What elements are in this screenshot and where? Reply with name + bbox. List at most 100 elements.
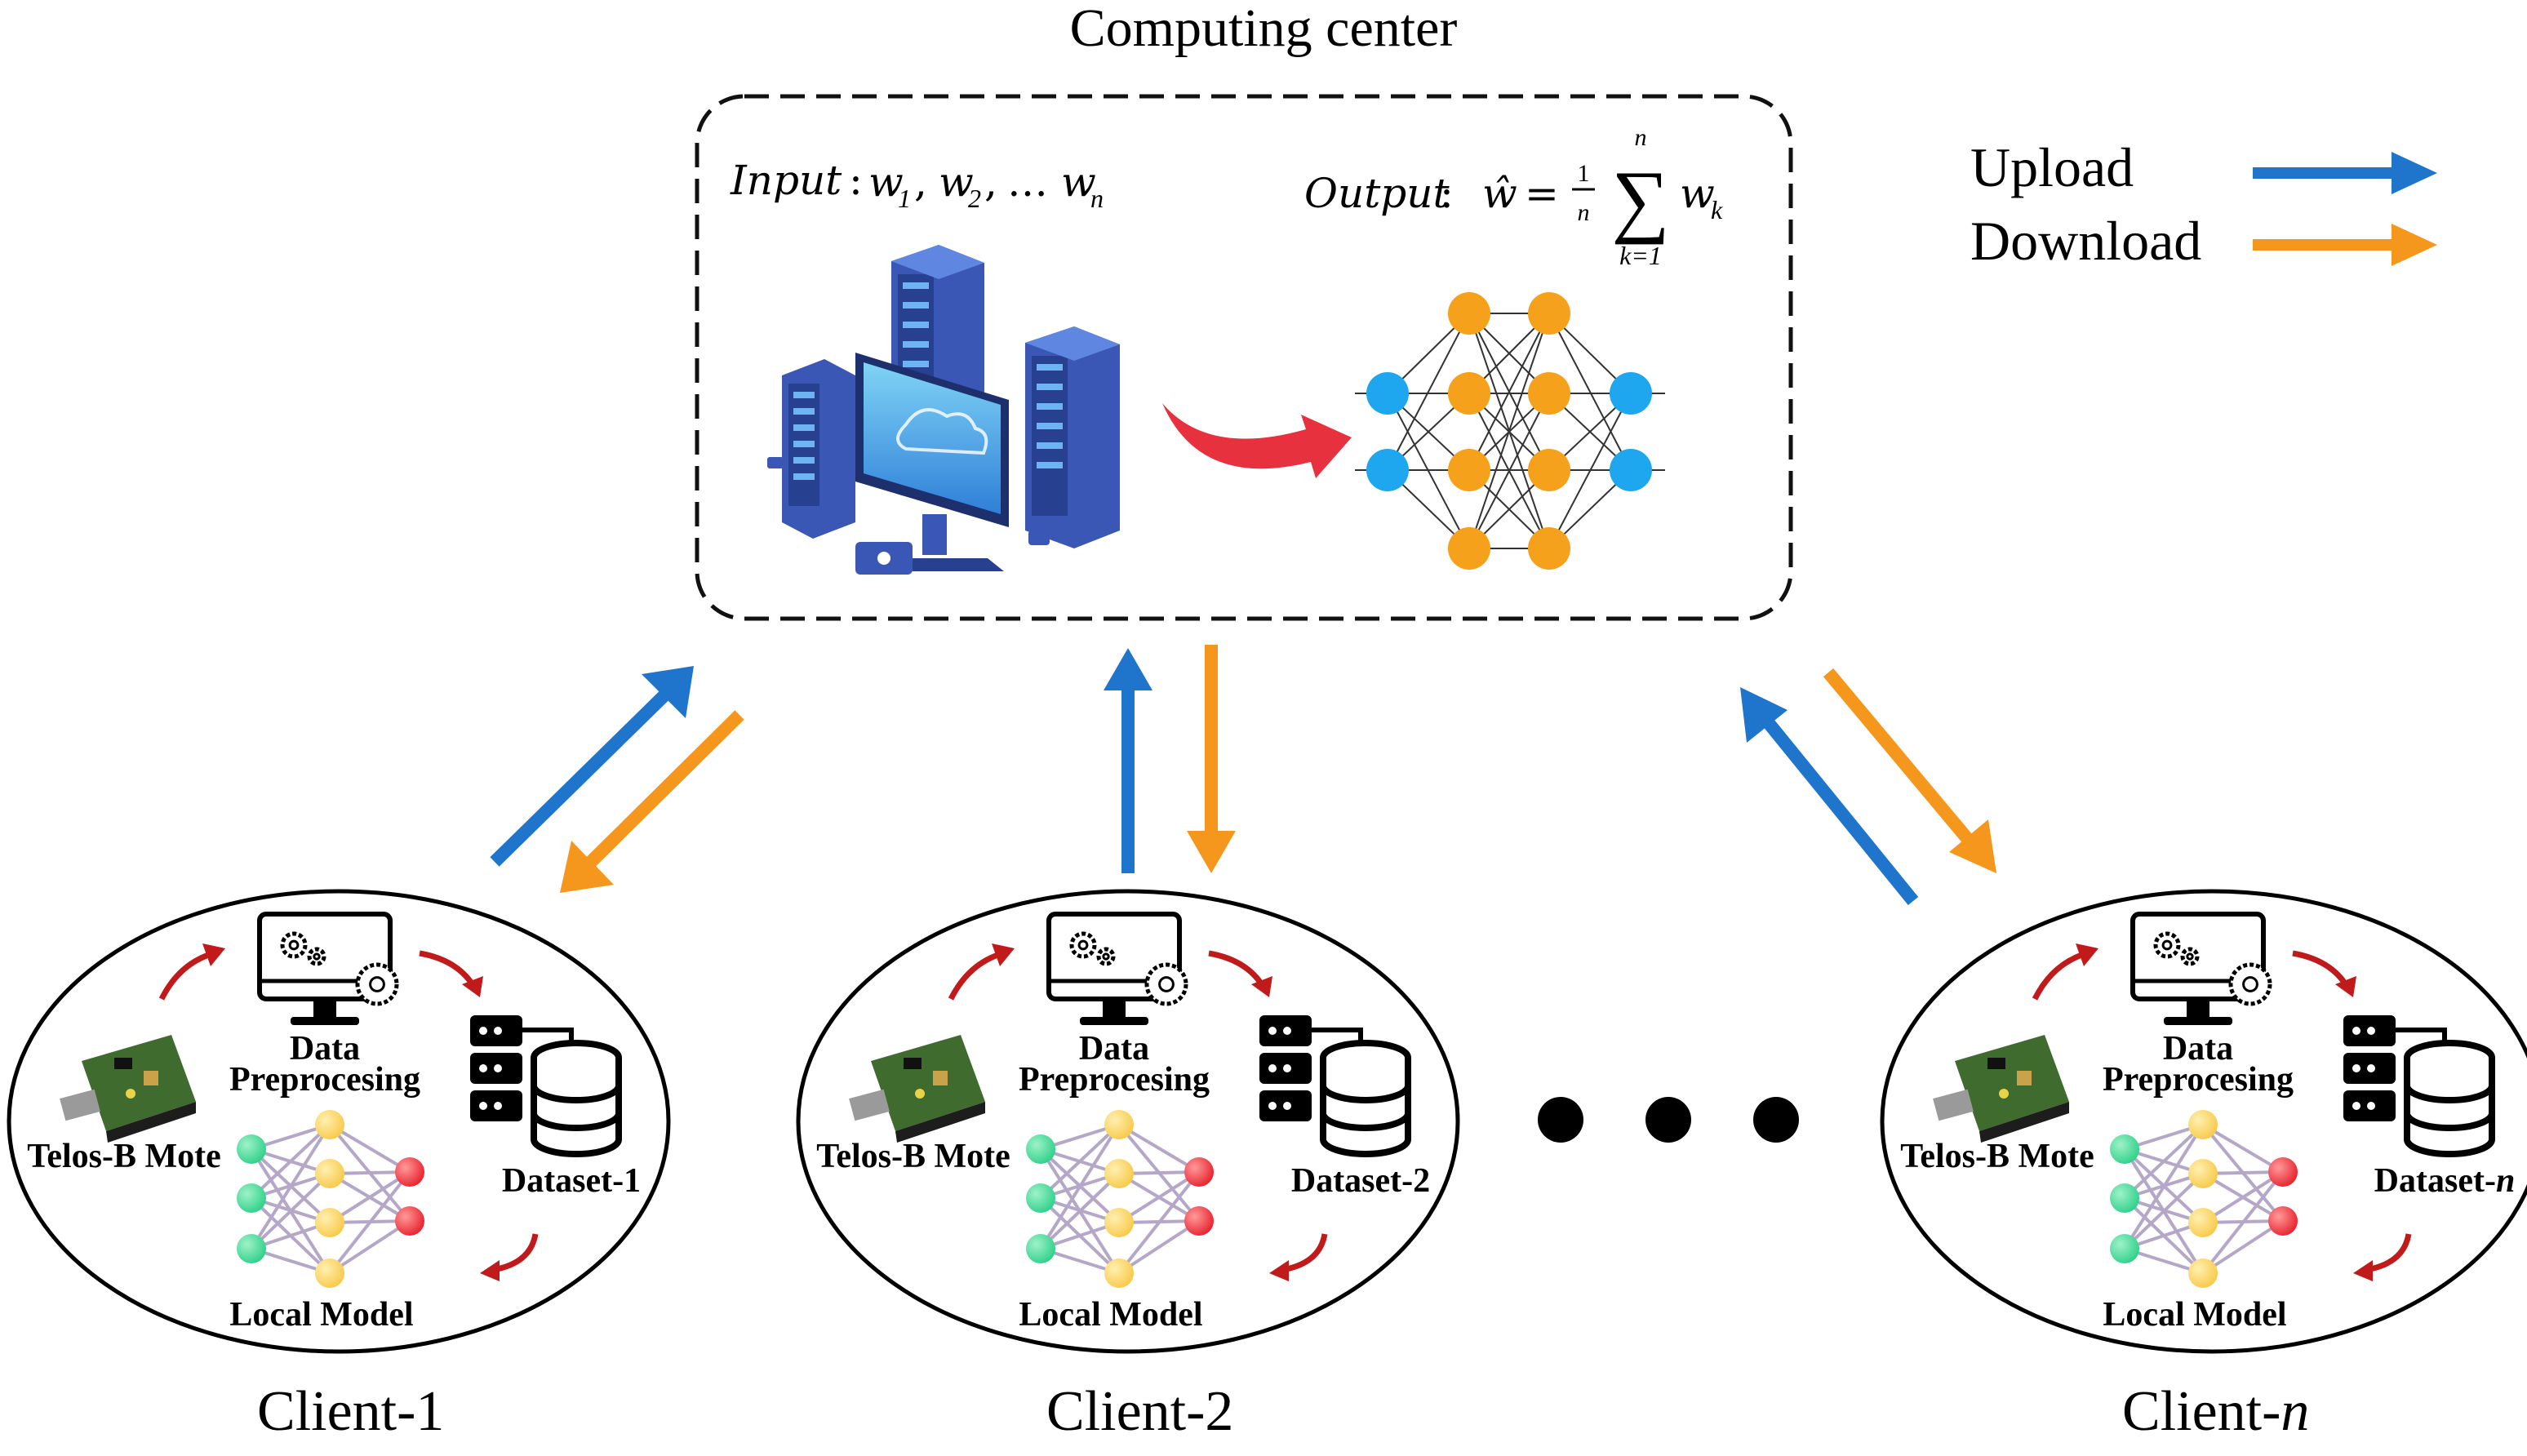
nn-node [395,1157,424,1187]
telos-b-mote-label: Telos-B Mote [27,1138,221,1175]
computer-gear-icon [257,912,399,1025]
computing-center-title: Computing center [1070,0,1458,58]
nn-node [237,1134,266,1164]
upload-arrow-client-1 [490,689,671,867]
sum-symbol: ∑ [1611,154,1669,245]
telos-b-mote-label: Telos-B Mote [1900,1138,2094,1175]
neural-network-icon [237,1110,424,1288]
database-icon [1259,1015,1411,1157]
input-var-n: w [1061,158,1096,206]
input-var-2: w [939,158,974,206]
cycle-arrows-icon [2032,943,2412,1281]
dataset-label: Dataset-n [2374,1162,2516,1200]
dataset-label: Dataset-2 [1291,1162,1430,1200]
sensor-mote-icon [60,1035,196,1143]
input-var-1: w [868,158,904,206]
nn-node [2110,1134,2139,1164]
data-preprocessing-label: Data [290,1030,360,1068]
data-preprocessing-label: Data [1079,1030,1149,1068]
svg-text:n: n [1578,199,1590,226]
svg-text:,: , [984,158,997,206]
cycle-arrows-icon [948,943,1328,1281]
input-formula: Input : w 1 , w 2 , … w n [730,157,1104,213]
database-icon [2343,1015,2495,1157]
svg-text::: : [849,157,863,204]
nn-node [1366,449,1409,491]
client-1-arrows [490,666,744,893]
svg-text:,: , [914,158,927,206]
nn-node [1026,1183,1055,1213]
sensor-mote-icon [1933,1035,2069,1143]
nn-edge [1548,313,1632,471]
neural-network-icon [2110,1110,2298,1288]
computer-gear-icon [2130,912,2272,1025]
sensor-mote-icon [849,1035,985,1143]
nn-node [1026,1234,1055,1263]
nn-node [2188,1110,2218,1139]
nn-node [1528,292,1570,335]
nn-node [2188,1159,2218,1188]
local-model-label: Local Model [229,1296,413,1334]
output-label: Output [1304,170,1450,217]
nn-node [1610,372,1652,415]
client-n-arrows [1740,668,1996,906]
client-label: Client-n [2122,1380,2309,1443]
svg-text:=: = [1525,170,1559,217]
client-boundary [796,889,1460,1354]
legend: Upload Download [1970,136,2437,272]
upload-arrow-client-n [1759,713,1919,906]
nn-node [315,1110,344,1139]
svg-text:n: n [1090,184,1104,213]
nn-node [2188,1258,2218,1288]
nn-edge [1468,313,1550,471]
nn-edge [1387,313,1470,471]
nn-node [1448,449,1490,491]
computer-gear-icon [1046,912,1188,1025]
download-arrow-client-n [1823,668,1976,847]
svg-text:1: 1 [898,184,911,213]
neural-network-icon [1026,1110,1214,1288]
nn-edge [1548,393,1632,549]
process-arrow-icon [1162,403,1352,478]
cycle-arrows-icon [158,943,539,1281]
nn-node [1448,292,1490,335]
telos-b-mote-label: Telos-B Mote [816,1138,1010,1175]
svg-text:k: k [1711,195,1723,224]
nn-node [1528,527,1570,570]
nn-node [1528,372,1570,415]
download-arrow-client-1 [584,710,744,868]
client-label: Client-2 [1046,1380,1233,1443]
nn-edge [1468,393,1550,549]
local-model-label: Local Model [1019,1296,1202,1334]
nn-node [395,1206,424,1236]
svg-text:2: 2 [968,184,981,213]
nn-node [2268,1157,2298,1187]
nn-node [1610,449,1652,491]
nn-node [1448,372,1490,415]
client-boundary [1880,889,2527,1354]
nn-edge [1468,313,1550,549]
nn-node [2268,1206,2298,1236]
nn-node [2110,1234,2139,1263]
global-neural-network-icon [1355,292,1665,570]
nn-node [1104,1258,1134,1288]
data-preprocessing-label-2: Preprocesing [229,1061,420,1099]
nn-node [1104,1110,1134,1139]
nn-node [1026,1134,1055,1164]
nn-node [1448,527,1490,570]
svg-text:1: 1 [1578,160,1590,187]
database-icon [470,1015,622,1157]
nn-node [1528,449,1570,491]
nn-node [237,1234,266,1263]
legend-upload-label: Upload [1970,136,2134,198]
svg-text::: : [1440,170,1454,217]
output-formula: Output : ŵ = 1 n n ∑ k=1 w k [1304,124,1723,270]
data-preprocessing-label: Data [2163,1030,2233,1068]
nn-node [315,1159,344,1188]
data-preprocessing-label-2: Preprocesing [2103,1061,2294,1099]
